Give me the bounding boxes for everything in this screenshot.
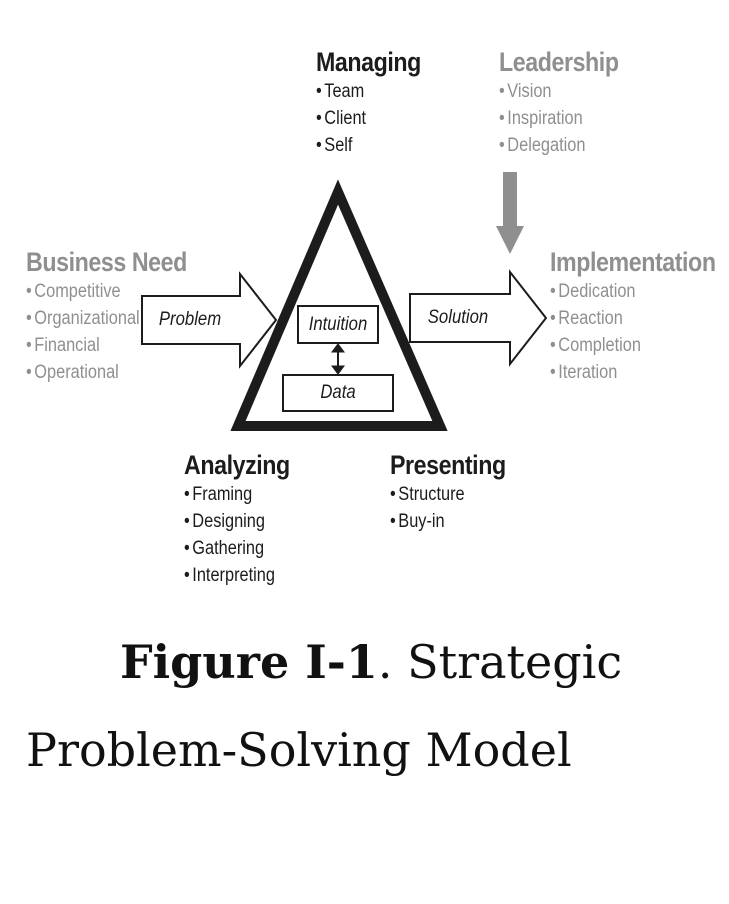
figure-caption: Figure I-1. Strategic Problem-Solving Mo… xyxy=(26,618,716,794)
leadership-block: Leadership Vision Inspiration Delegation xyxy=(499,46,638,159)
managing-title: Managing xyxy=(316,47,421,77)
implementation-item: Completion xyxy=(550,332,716,359)
business-need-item: Operational xyxy=(26,359,187,386)
analyzing-title: Analyzing xyxy=(184,450,290,480)
analyzing-item: Framing xyxy=(184,481,290,508)
strategic-problem-solving-diagram: Managing Team Client Self Leadership Vis… xyxy=(0,0,729,600)
implementation-item: Dedication xyxy=(550,278,716,305)
leadership-down-arrow xyxy=(496,172,524,254)
analyzing-block: Analyzing Framing Designing Gathering In… xyxy=(184,449,307,589)
managing-item: Team xyxy=(316,78,421,105)
business-need-item: Organizational xyxy=(26,305,187,332)
leadership-title: Leadership xyxy=(499,47,619,77)
presenting-title: Presenting xyxy=(390,450,506,480)
business-need-title: Business Need xyxy=(26,247,187,277)
implementation-title: Implementation xyxy=(550,247,716,277)
implementation-item: Iteration xyxy=(550,359,716,386)
business-need-item: Financial xyxy=(26,332,187,359)
managing-item: Self xyxy=(316,132,421,159)
leadership-item: Vision xyxy=(499,78,619,105)
solution-arrow xyxy=(409,269,548,367)
analyzing-item: Designing xyxy=(184,508,290,535)
presenting-item: Buy-in xyxy=(390,508,506,535)
analyzing-item: Interpreting xyxy=(184,562,290,589)
intuition-label: Intuition xyxy=(308,314,368,335)
double-arrow-connector xyxy=(331,343,345,375)
figure-caption-text: . Strategic Problem-Solving Model xyxy=(26,635,623,777)
figure-label: Figure I-1 xyxy=(120,635,378,689)
business-need-item: Competitive xyxy=(26,278,187,305)
presenting-block: Presenting Structure Buy-in xyxy=(390,449,525,535)
business-need-block: Business Need Competitive Organizational… xyxy=(26,246,213,386)
intuition-box xyxy=(297,305,379,344)
managing-item: Client xyxy=(316,105,421,132)
problem-arrow-label: Problem xyxy=(158,309,222,330)
data-box xyxy=(282,374,394,412)
implementation-item: Reaction xyxy=(550,305,716,332)
implementation-block: Implementation Dedication Reaction Compl… xyxy=(550,246,729,386)
data-label: Data xyxy=(320,382,356,403)
analyzing-item: Gathering xyxy=(184,535,290,562)
presenting-item: Structure xyxy=(390,481,506,508)
managing-block: Managing Team Client Self xyxy=(316,46,438,159)
solution-arrow-label: Solution xyxy=(427,307,489,328)
leadership-item: Delegation xyxy=(499,132,619,159)
leadership-item: Inspiration xyxy=(499,105,619,132)
